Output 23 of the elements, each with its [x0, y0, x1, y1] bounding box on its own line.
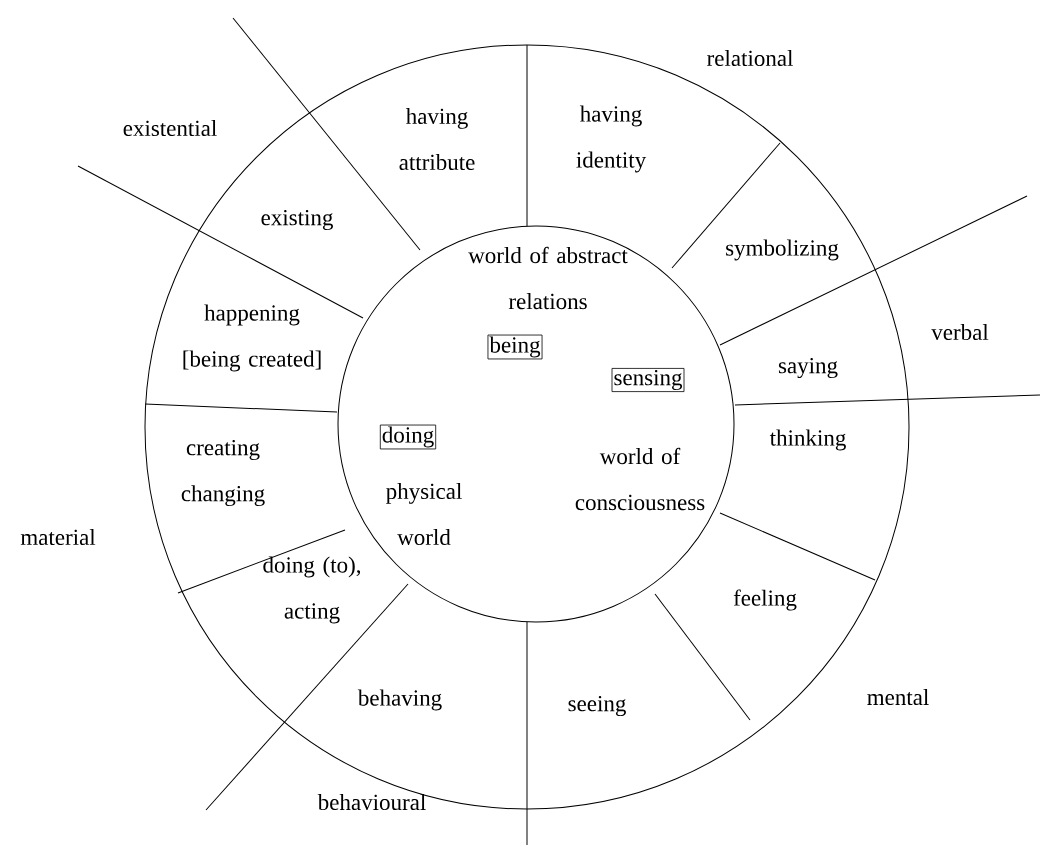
sector-label: thinking [769, 429, 846, 451]
sector-label: symbolizing [726, 239, 839, 261]
word-box: doing [379, 424, 437, 450]
category-label: existential [123, 119, 217, 137]
sector-label: existing [261, 209, 333, 231]
word-box: being [487, 334, 543, 360]
word-box: sensing [611, 368, 685, 392]
sector-label: behaving [357, 689, 442, 711]
sector-label: having attribute [399, 107, 475, 171]
sector-label: creating changing [181, 439, 265, 507]
circle-text: world of consciousness [575, 447, 705, 511]
category-label: mental [867, 688, 929, 706]
sector-label: happening [being created] [183, 304, 321, 372]
sector-label: doing (to), acting [263, 556, 361, 624]
category-label: relational [707, 49, 793, 67]
sector-label: feeling [733, 589, 797, 611]
sector-label: having identity [576, 105, 647, 173]
category-label: verbal [931, 323, 989, 341]
circle-text: physical world [386, 482, 462, 546]
sector-label: saying [778, 357, 838, 379]
sector-label: seeing [568, 695, 626, 717]
category-label: material [20, 528, 96, 546]
category-label: behavioural [317, 793, 426, 811]
